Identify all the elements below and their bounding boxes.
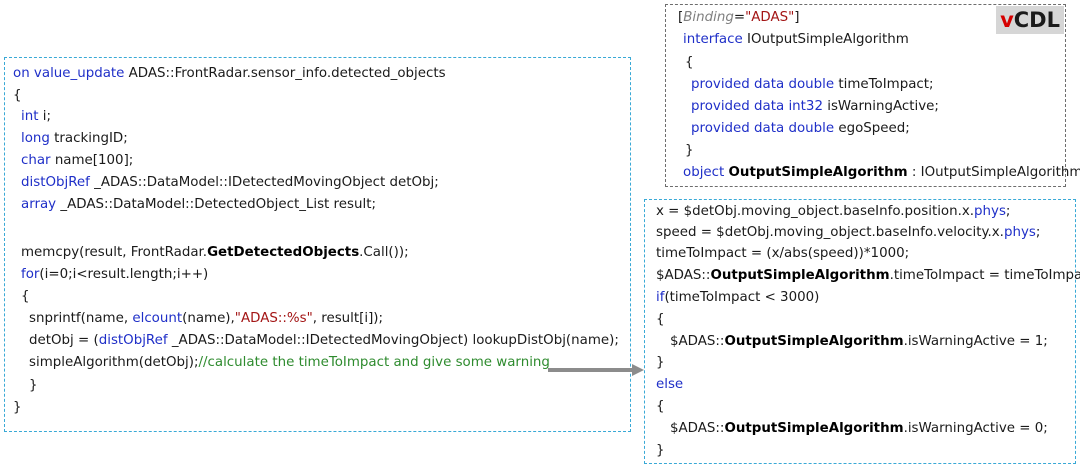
vcdl-interface-panel: vCDL [Binding="ADAS"] interface IOutputS… bbox=[665, 4, 1080, 187]
code-line: detObj = (distObjRef _ADAS::DataModel::I… bbox=[29, 333, 619, 348]
code-line: provided data int32 isWarningActive; bbox=[691, 99, 939, 114]
code-line: [Binding="ADAS"] bbox=[678, 10, 800, 25]
code-line: { bbox=[21, 289, 30, 304]
code-line: for(i=0;i<result.length;i++) bbox=[21, 267, 209, 282]
code-line: $ADAS::OutputSimpleAlgorithm.isWarningAc… bbox=[670, 421, 1048, 436]
code-line: on value_update ADAS::FrontRadar.sensor_… bbox=[13, 66, 446, 81]
code-line: long trackingID; bbox=[21, 131, 128, 146]
code-line: provided data double egoSpeed; bbox=[691, 121, 910, 136]
code-line: snprintf(name, elcount(name),"ADAS::%s",… bbox=[29, 311, 384, 326]
code-line: speed = $detObj.moving_object.baseInfo.v… bbox=[656, 225, 1041, 240]
code-line: x = $detObj.moving_object.baseInfo.posit… bbox=[656, 204, 1011, 219]
code-line: char name[100]; bbox=[21, 153, 134, 168]
vcdl-logo: vCDL bbox=[996, 6, 1064, 34]
code-line: { bbox=[685, 55, 694, 70]
code-line: array _ADAS::DataModel::DetectedObject_L… bbox=[21, 197, 376, 212]
code-line: } bbox=[29, 378, 38, 393]
right-code-panel: x = $detObj.moving_object.baseInfo.posit… bbox=[644, 199, 1080, 464]
code-line: $ADAS::OutputSimpleAlgorithm.isWarningAc… bbox=[670, 334, 1048, 349]
code-line: { bbox=[656, 312, 665, 327]
code-line: else bbox=[656, 377, 684, 392]
code-line: int i; bbox=[21, 109, 51, 124]
code-line: } bbox=[685, 143, 694, 158]
code-line: } bbox=[656, 355, 665, 370]
code-line: $ADAS::OutputSimpleAlgorithm.timeToImpac… bbox=[656, 268, 1080, 283]
code-line: distObjRef _ADAS::DataModel::IDetectedMo… bbox=[21, 175, 439, 190]
code-line: } bbox=[656, 443, 665, 458]
code-line: interface IOutputSimpleAlgorithm bbox=[683, 32, 909, 47]
left-code-panel: on value_update ADAS::FrontRadar.sensor_… bbox=[4, 57, 631, 432]
code-line: timeToImpact = (x/abs(speed))*1000; bbox=[656, 246, 910, 261]
code-line: { bbox=[13, 88, 22, 103]
code-line: object OutputSimpleAlgorithm : IOutputSi… bbox=[683, 165, 1080, 180]
code-line: provided data double timeToImpact; bbox=[691, 77, 934, 92]
code-line: { bbox=[656, 399, 665, 414]
code-line: if(timeToImpact < 3000) bbox=[656, 290, 820, 305]
code-line: simpleAlgorithm(detObj);//calculate the … bbox=[29, 355, 550, 370]
code-line: memcpy(result, FrontRadar.GetDetectedObj… bbox=[21, 245, 409, 260]
flow-arrow-icon bbox=[548, 364, 644, 376]
code-line: } bbox=[13, 400, 22, 415]
